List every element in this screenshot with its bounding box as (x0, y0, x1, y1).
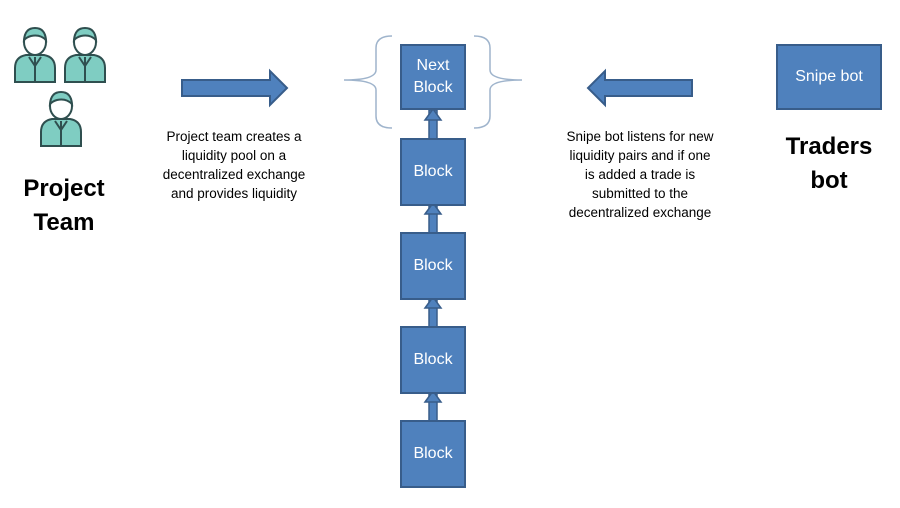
snipe-bot-description: Snipe bot listens for new liquidity pair… (566, 129, 714, 220)
block-3: Block (400, 326, 466, 394)
chain-connector-1 (423, 389, 443, 423)
chain-connector-2 (423, 295, 443, 329)
person-icon (64, 26, 106, 83)
chain-connector-4 (423, 107, 443, 141)
right-brace (473, 35, 523, 129)
next-block: Next Block (400, 44, 466, 110)
block-4: Block (400, 420, 466, 488)
project-team-label: Project Team (23, 175, 105, 236)
right-arrow (181, 68, 289, 108)
project-team-description: Project team creates a liquidity pool on… (162, 129, 306, 201)
traders-bot-label: Traders bot (785, 133, 873, 194)
left-arrow (586, 68, 693, 108)
person-icon (40, 90, 82, 147)
block-2: Block (400, 232, 466, 300)
block-1: Block (400, 138, 466, 206)
chain-connector-3 (423, 201, 443, 235)
left-brace (343, 35, 393, 129)
person-icon (14, 26, 56, 83)
snipe-bot-box: Snipe bot (776, 44, 882, 110)
